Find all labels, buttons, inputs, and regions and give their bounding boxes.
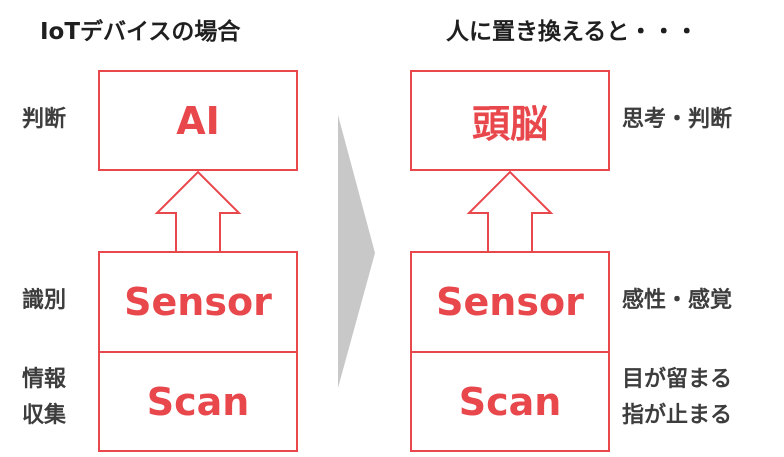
right-scan-box: Scan <box>410 351 610 452</box>
right-up-arrow <box>466 170 554 253</box>
right-label-finger-stops: 指が止まる <box>622 403 733 428</box>
left-label-identify: 識別 <box>22 288 67 313</box>
right-brain-label: 頭脳 <box>471 102 548 146</box>
left-label-information: 情報 <box>22 367 67 392</box>
left-sensor-box: Sensor <box>98 251 298 353</box>
left-ai-box: AI <box>98 70 298 171</box>
left-panel-title: IoTデバイスの場合 <box>40 19 241 45</box>
right-label-sensibility: 感性・感覚 <box>622 288 733 313</box>
transition-arrow <box>338 115 375 388</box>
right-label-eyes-catch: 目が留まる <box>622 367 733 392</box>
right-brain-box: 頭脳 <box>410 70 610 171</box>
left-ai-label: AI <box>176 98 220 143</box>
left-scan-box: Scan <box>98 351 298 452</box>
right-scan-label: Scan <box>458 379 562 424</box>
left-label-collection: 収集 <box>22 403 67 428</box>
left-up-arrow <box>154 170 242 253</box>
left-sensor-label: Sensor <box>124 280 272 324</box>
right-label-thinking: 思考・判断 <box>622 107 733 132</box>
left-label-judgment: 判断 <box>22 107 67 132</box>
left-scan-label: Scan <box>146 379 250 424</box>
right-sensor-box: Sensor <box>410 251 610 353</box>
right-sensor-label: Sensor <box>436 280 584 324</box>
right-panel-title: 人に置き換えると・・・ <box>446 19 699 45</box>
